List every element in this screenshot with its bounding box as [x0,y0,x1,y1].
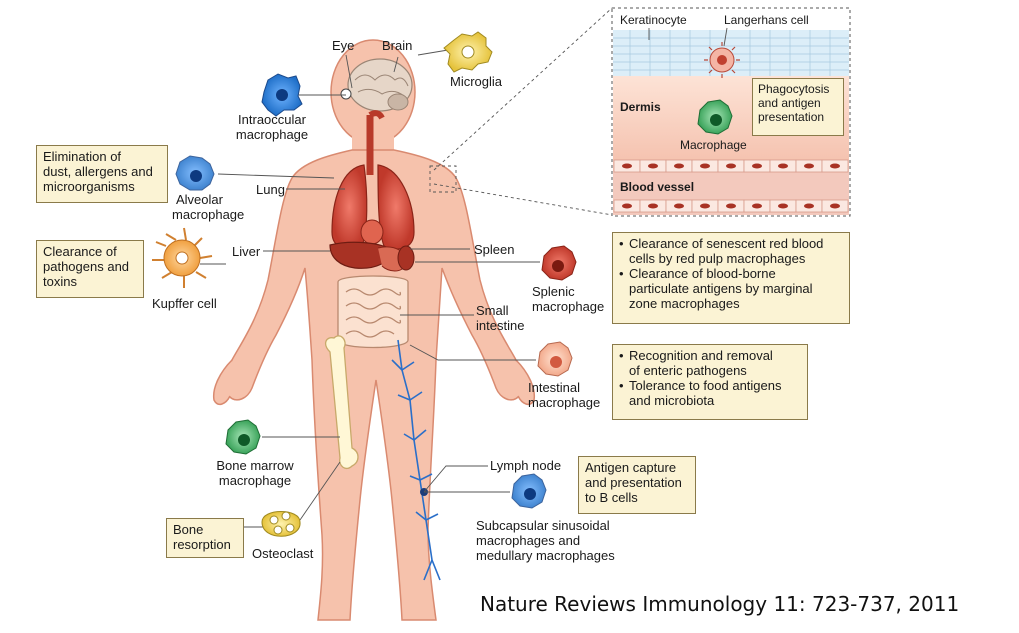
subcapsular-line-3: medullary macrophages [476,548,615,563]
intraocular-label: Intraoccular macrophage [222,112,322,142]
small-intestine-label: Small intestine [476,303,524,333]
kupffer-box-line-3: toxins [43,274,77,289]
langerhans-label: Langerhans cell [724,13,809,27]
citation-text: Nature Reviews Immunology 11: 723-737, 2… [480,592,960,616]
splenic-line-1: Splenic [532,284,575,299]
bone-box-line-2: resorption [173,537,231,552]
kupffer-function-box: Clearance of pathogens and toxins [36,240,144,298]
alveolar-line-2: macrophage [172,207,245,222]
lymph-function-box: Antigen capture and presentation to B ce… [578,456,696,514]
alveolar-function-box: Elimination of dust, allergens and micro… [36,145,168,203]
microglia-label: Microglia [450,74,503,89]
intraocular-line-2: macrophage [235,127,309,142]
femur-bone [324,335,359,470]
lymph-node-label: Lymph node [490,458,562,473]
leader-lines [200,7,613,528]
dermis-label: Dermis [620,100,661,114]
splenic-box-item-1-line-1: Clearance of senescent red blood [629,236,824,251]
intestinal-box-item-1: Recognition and removal of enteric patho… [619,348,801,378]
kupffer-box-line-2: pathogens and [43,259,130,274]
bone-marrow-line-2: macrophage [218,473,292,488]
alveolar-line-1: Alveolar [176,192,223,207]
splenic-box-item-2: Clearance of blood-borne particulate ant… [619,266,843,311]
subcapsular-label: Subcapsular sinusoidal macrophages and m… [476,518,615,563]
bone-marrow-macrophage-cell [225,419,261,455]
small-intestine-line-1: Small [476,303,509,318]
intestinal-box-item-2: Tolerance to food antigens and microbiot… [619,378,801,408]
alveolar-label: Alveolar macrophage [172,192,244,222]
subcapsular-macrophage-cell [511,473,547,509]
splenic-box-item-2-line-2: particulate antigens by marginal [629,281,813,296]
dermal-macrophage-label: Macrophage [680,138,747,152]
intestine-organ [337,275,409,349]
splenic-line-2: macrophage [532,299,605,314]
lymph-box-line-1: Antigen capture [585,460,677,475]
splenic-box-item-1-line-2: cells by red pulp macrophages [629,251,806,266]
phago-line-1: Phagocytosis [758,82,830,96]
bone-marrow-line-1: Bone marrow [216,458,294,473]
lymph-box-line-3: to B cells [585,490,638,505]
brain-label: Brain [382,38,413,53]
alveolar-box-line-2: dust, allergens and [43,164,153,179]
intestinal-line-2: macrophage [528,395,601,410]
blood-vessel-label: Blood vessel [620,180,695,194]
phago-line-2: and antigen [758,96,821,110]
splenic-macrophage-cell [541,245,577,281]
intestinal-macrophage-cell [537,341,573,377]
spleen-organ [397,245,415,271]
subcapsular-line-2: macrophages and [476,533,581,548]
splenic-label: Splenic macrophage [532,284,604,314]
subcapsular-line-1: Subcapsular sinusoidal [476,518,610,533]
osteoclast-label: Osteoclast [252,546,314,561]
brain-organ [347,58,413,112]
phagocytosis-box: Phagocytosis and antigen presentation [752,78,844,136]
intestinal-box-item-1-line-2: of enteric pathogens [629,363,747,378]
bone-box-line-1: Bone [173,522,204,537]
intraocular-line-1: Intraoccular [238,112,306,127]
intestinal-box-item-2-line-2: and microbiota [629,393,715,408]
bone-marrow-label: Bone marrow macrophage [200,458,310,488]
splenic-box-item-1: Clearance of senescent red blood cells b… [619,236,843,266]
intestinal-function-box: Recognition and removal of enteric patho… [612,344,808,420]
eye-organ [340,88,352,100]
liver-label: Liver [232,244,261,259]
langerhans-cell [704,42,740,78]
keratinocyte-label: Keratinocyte [620,13,687,27]
phago-line-3: presentation [758,110,825,124]
splenic-box-item-2-line-3: zone macrophages [629,296,740,311]
intestinal-box-item-2-line-1: Tolerance to food antigens [629,378,782,393]
lymph-box-line-2: and presentation [585,475,682,490]
kupffer-label: Kupffer cell [152,296,217,311]
alveolar-macrophage-cell [175,155,215,191]
intestinal-box-item-1-line-1: Recognition and removal [629,348,773,363]
intraocular-macrophage-cell [261,73,303,117]
splenic-function-box: Clearance of senescent red blood cells b… [612,232,850,324]
alveolar-box-line-1: Elimination of [43,149,122,164]
small-intestine-line-2: intestine [476,318,525,333]
eye-label: Eye [332,38,355,53]
splenic-box-item-2-line-1: Clearance of blood-borne [629,266,776,281]
bone-resorption-box: Bone resorption [166,518,244,558]
intestinal-label: Intestinal macrophage [528,380,600,410]
spleen-label: Spleen [474,242,515,257]
kupffer-box-line-1: Clearance of [43,244,117,259]
intestinal-line-1: Intestinal [528,380,581,395]
lymph-vessels [391,339,441,581]
kupffer-cell [152,227,213,288]
microglia-cell [443,31,493,73]
osteoclast-cell [261,511,301,537]
lung-label: Lung [256,182,285,197]
alveolar-box-line-3: microorganisms [43,179,135,194]
dermal-macrophage-cell [697,99,733,135]
